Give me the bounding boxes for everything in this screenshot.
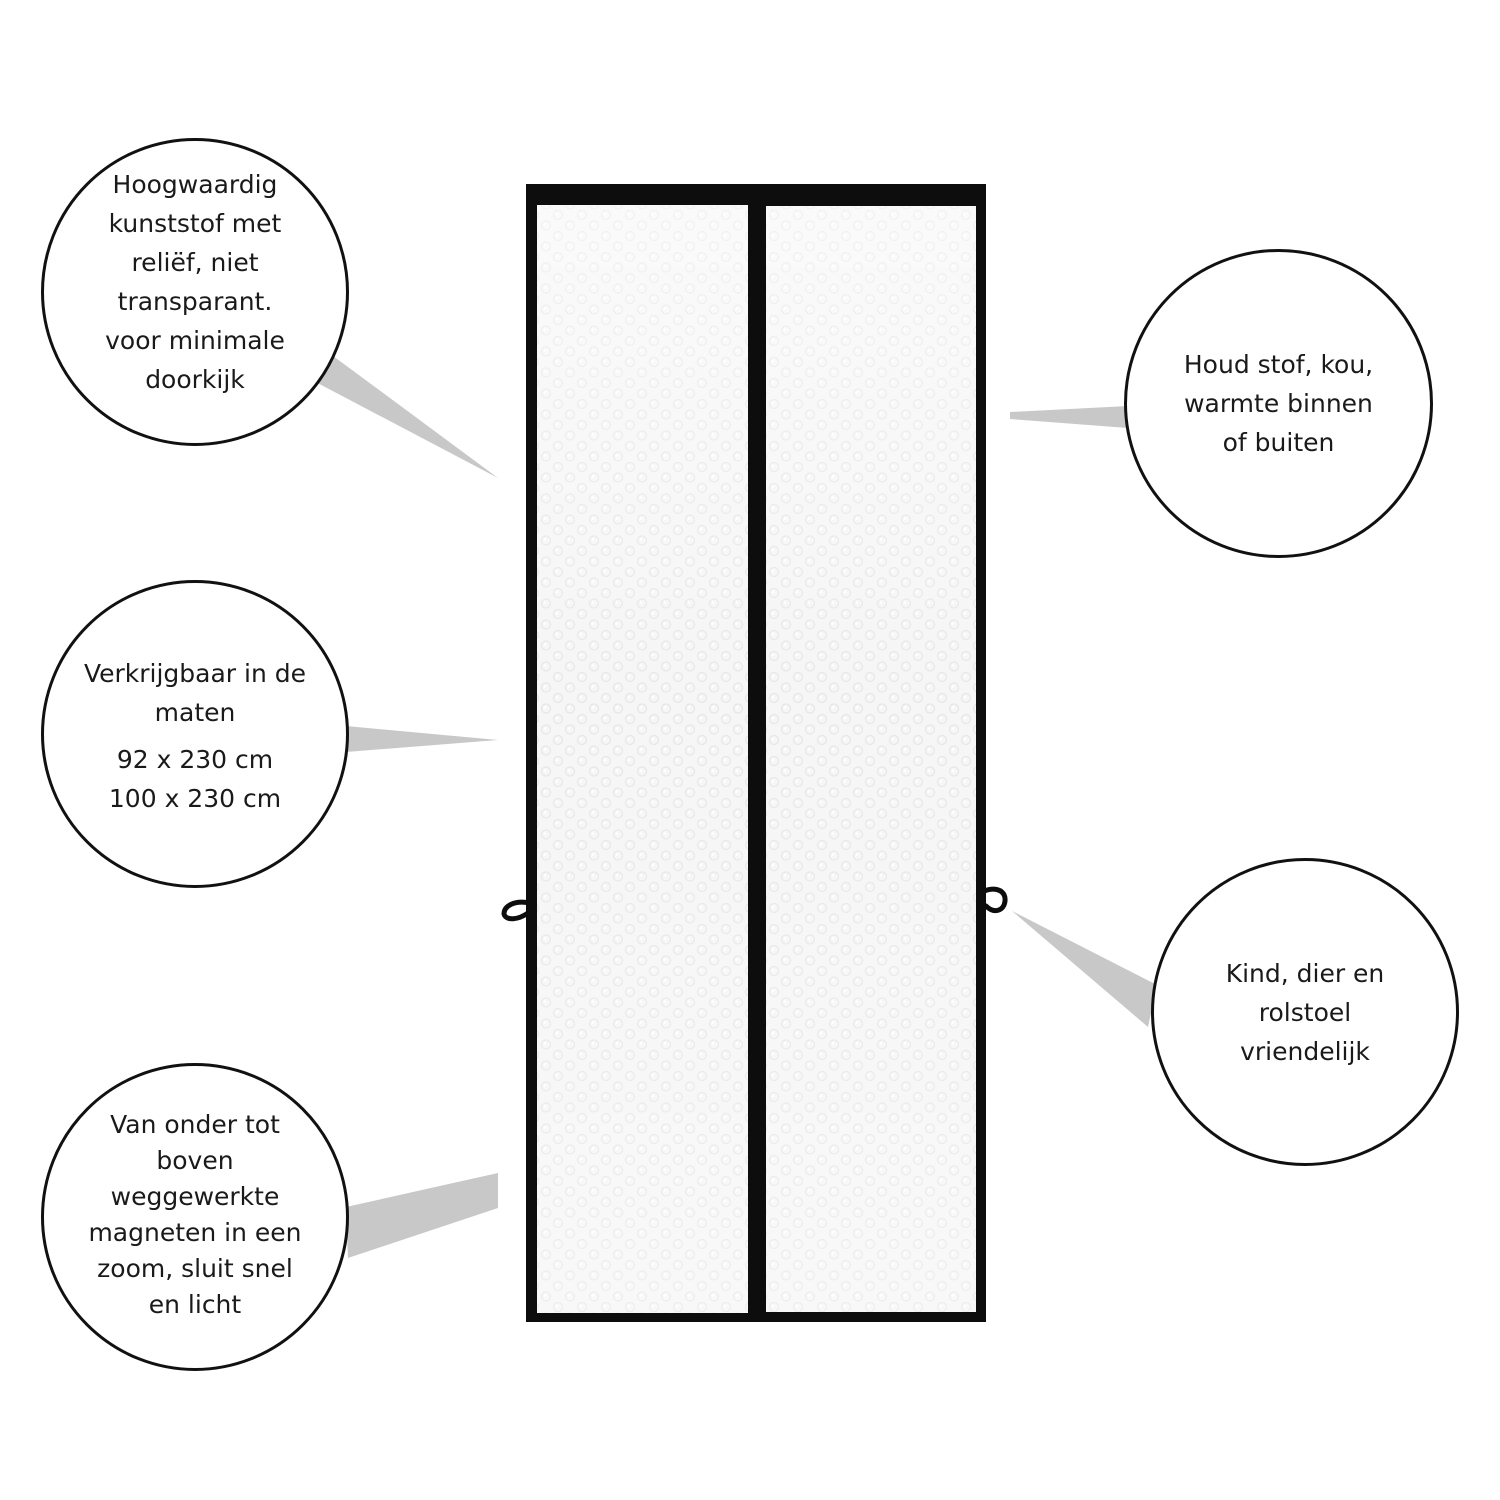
pointer-insulation	[1010, 406, 1128, 428]
callout-sizes: Verkrijgbaar in de maten 92 x 230 cm 100…	[41, 580, 349, 888]
pointer-magnets	[346, 1173, 498, 1258]
callout-magnets-text: Van onder tot boven weggewerkte magneten…	[88, 1110, 302, 1319]
callout-material: Hoogwaardig kunststof met reliëf, niet t…	[41, 138, 349, 446]
loop-strap-icon	[981, 886, 1008, 914]
callout-friendly: Kind, dier en rolstoel vriendelijk	[1151, 858, 1459, 1166]
pointer-friendly	[1012, 911, 1157, 1027]
pointer-material	[308, 350, 498, 478]
callout-sizes-intro: Verkrijgbaar in de maten	[83, 659, 307, 727]
door-curtain	[526, 184, 986, 1322]
size-list: 92 x 230 cm 100 x 230 cm	[109, 740, 281, 818]
callout-magnets: Van onder tot boven weggewerkte magneten…	[41, 1063, 349, 1371]
callout-material-text: Hoogwaardig kunststof met reliëf, niet t…	[105, 170, 285, 394]
loop-strap-icon	[501, 899, 533, 922]
size-option: 92 x 230 cm	[116, 745, 274, 774]
callout-friendly-text: Kind, dier en rolstoel vriendelijk	[1225, 958, 1385, 1066]
callout-insulation-text: Houd stof, kou, warmte binnen of buiten	[1183, 350, 1374, 457]
callout-insulation: Houd stof, kou, warmte binnen of buiten	[1124, 249, 1433, 558]
pointer-sizes	[346, 726, 498, 752]
size-option: 100 x 230 cm	[108, 784, 282, 813]
